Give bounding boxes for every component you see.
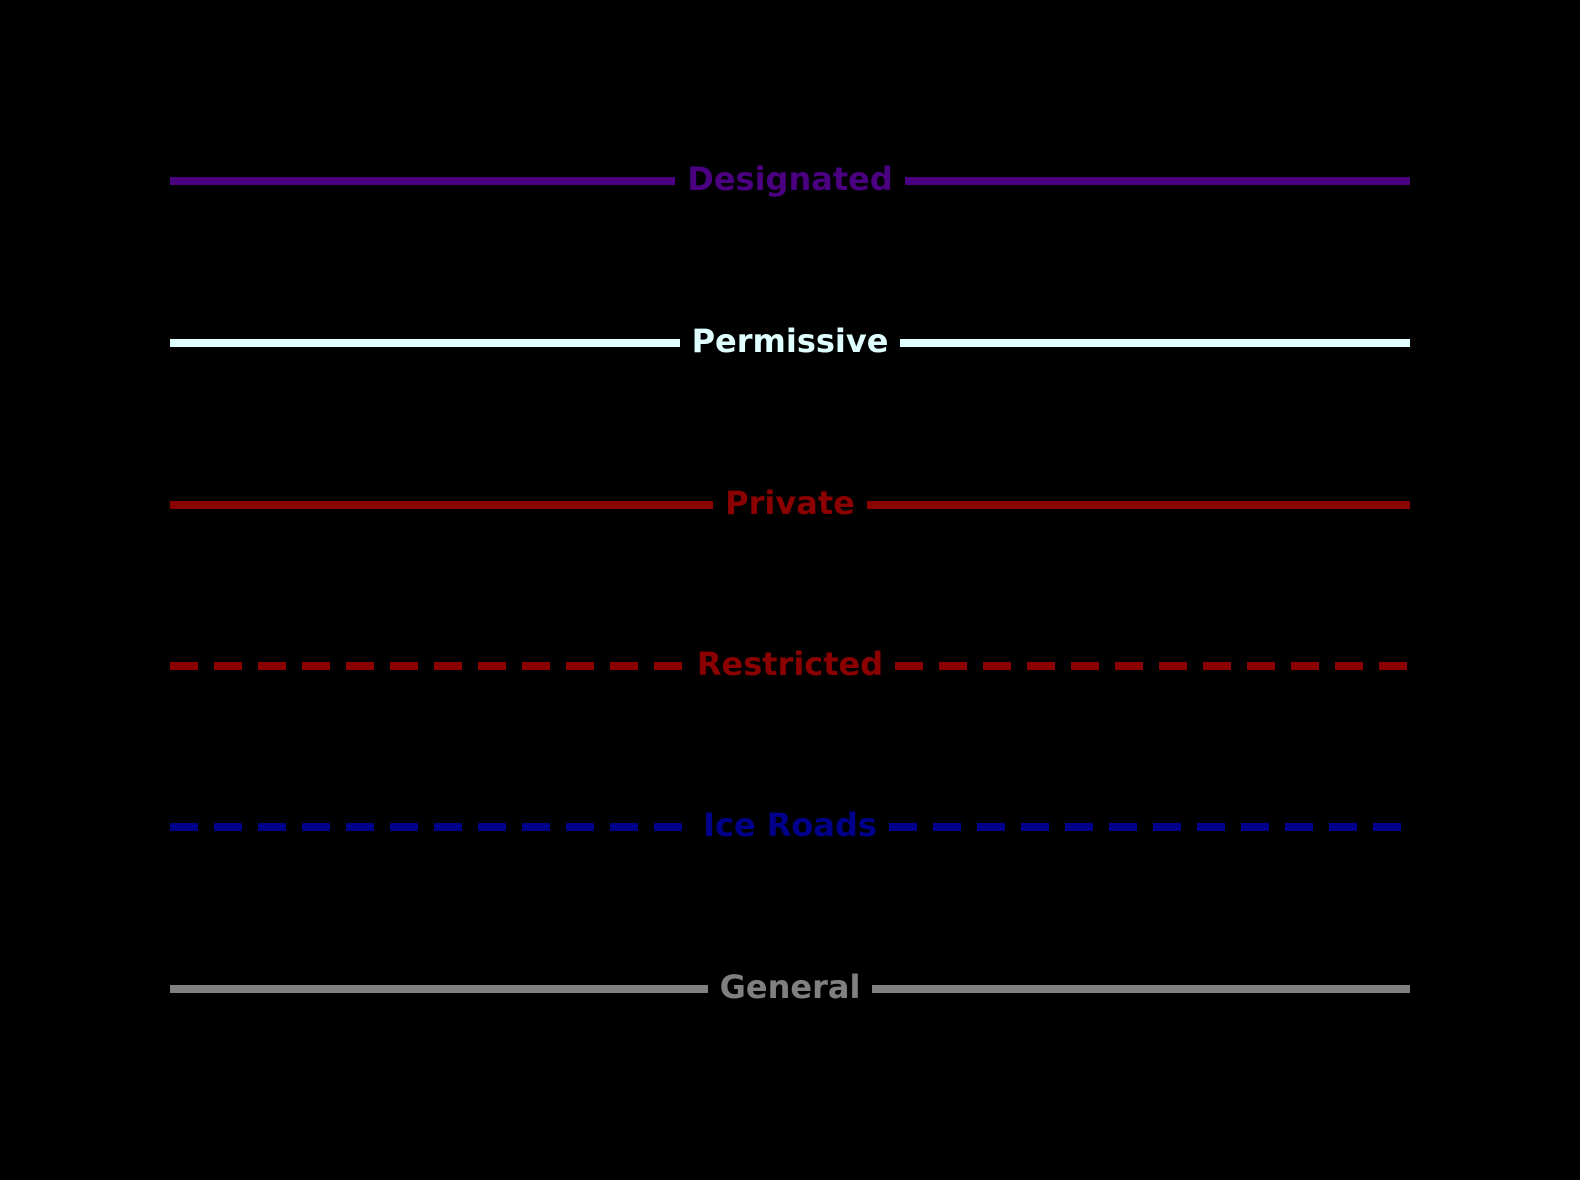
line-sample-left: [170, 823, 692, 831]
line-sample-right: [904, 177, 1410, 185]
line-sample-left: [170, 662, 685, 670]
legend-entry: Private: [170, 485, 1410, 525]
line-sample-left: [170, 985, 708, 993]
legend-label: Permissive: [691, 322, 889, 360]
line-sample-left: [170, 339, 680, 347]
line-sample-right: [866, 501, 1410, 509]
legend-entry: Permissive: [170, 323, 1410, 363]
legend-entry: Restricted: [170, 646, 1410, 686]
line-sample-left: [170, 501, 714, 509]
legend-entry: Ice Roads: [170, 806, 1411, 847]
legend-label: Restricted: [696, 645, 884, 683]
legend-entry: Designated: [170, 161, 1410, 201]
line-sample-right: [900, 339, 1410, 347]
line-sample-left: [170, 177, 676, 185]
legend-entry: General: [170, 968, 1411, 1009]
legend-label: General: [719, 968, 861, 1006]
legend-label: Private: [725, 484, 855, 522]
line-sample-right: [895, 662, 1410, 670]
line-sample-right: [872, 985, 1411, 993]
legend-label: Ice Roads: [703, 806, 877, 844]
line-sample-right: [888, 823, 1411, 831]
legend-label: Designated: [687, 160, 893, 198]
